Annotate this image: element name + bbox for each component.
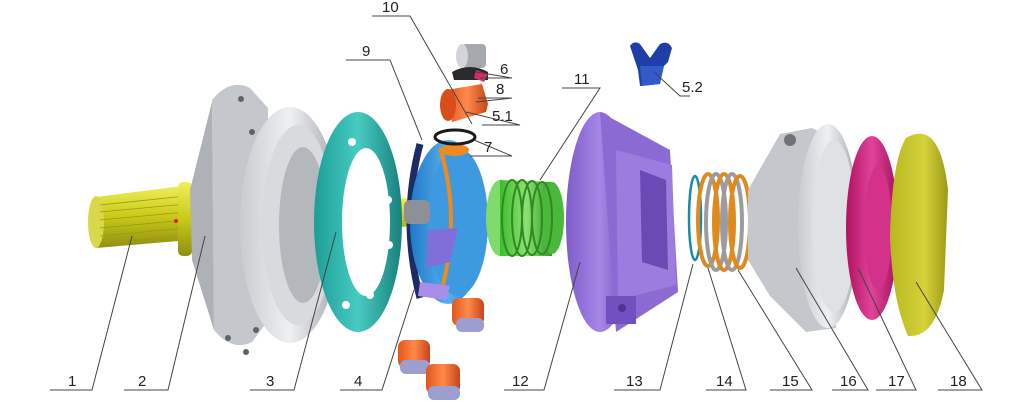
label-15: 15 — [782, 373, 799, 390]
o-ring — [433, 128, 477, 146]
label-17: 17 — [888, 373, 905, 390]
purple-motor-housing — [566, 112, 678, 332]
label-5-1: 5.1 — [492, 108, 513, 125]
roller-piston-c — [426, 364, 460, 400]
roller-piston-b — [398, 340, 430, 374]
blue-fork — [630, 42, 672, 86]
label-7: 7 — [484, 139, 492, 156]
grey-cylinder — [456, 44, 486, 68]
label-9: 9 — [362, 43, 370, 60]
magenta-end-plate — [846, 136, 898, 320]
label-2: 2 — [138, 373, 146, 390]
label-8: 8 — [496, 81, 504, 98]
label-1: 1 — [68, 373, 76, 390]
label-16: 16 — [840, 373, 857, 390]
label-11: 11 — [574, 71, 590, 88]
rear-housing — [748, 124, 858, 332]
label-6: 6 — [500, 61, 508, 78]
olive-cover-plate — [890, 133, 948, 337]
orange-cap — [440, 84, 488, 122]
brake-disc-stack — [696, 172, 752, 272]
label-13: 13 — [626, 373, 643, 390]
teal-o-ring — [687, 174, 703, 262]
blue-distributor-plate — [404, 140, 488, 304]
label-4: 4 — [354, 373, 362, 390]
green-spline-coupling — [486, 179, 564, 257]
front-housing-flange — [190, 84, 340, 355]
teal-ring — [314, 112, 402, 332]
label-12: 12 — [512, 373, 529, 390]
label-14: 14 — [716, 373, 733, 390]
roller-piston-a — [452, 298, 484, 332]
label-18: 18 — [950, 373, 967, 390]
leader-lines — [50, 15, 983, 391]
label-3: 3 — [266, 373, 274, 390]
label-10: 10 — [382, 0, 399, 16]
label-5-2: 5.2 — [682, 79, 703, 96]
